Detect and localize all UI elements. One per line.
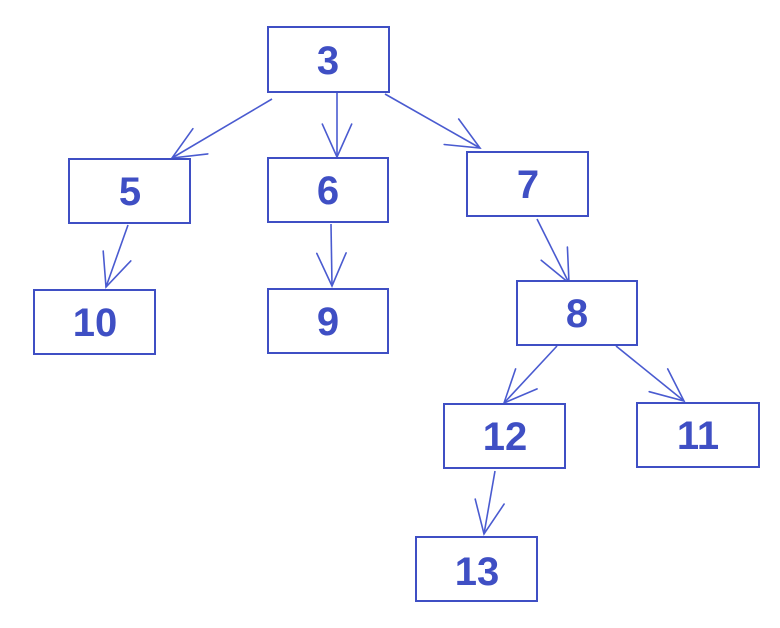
arrowhead [443, 118, 482, 149]
node-13-box [415, 536, 538, 602]
edge-line [503, 345, 558, 404]
edge-3-to-7 [384, 93, 482, 149]
node-5: 5 [68, 158, 191, 224]
node-6-label: 6 [317, 169, 339, 213]
node-7: 7 [466, 151, 589, 217]
edge-7-to-8 [536, 218, 570, 285]
node-3: 3 [267, 26, 390, 93]
node-3-label: 3 [317, 39, 339, 83]
node-9-label: 9 [317, 300, 339, 344]
arrowhead [540, 246, 570, 285]
edge-line [171, 98, 273, 159]
node-10-box [33, 289, 156, 355]
edge-line [105, 224, 129, 288]
node-13-label: 13 [455, 550, 500, 594]
arrowhead [102, 250, 132, 289]
node-13: 13 [415, 536, 538, 602]
edge-3-to-5 [170, 98, 273, 159]
edge-line [330, 223, 333, 287]
node-9: 9 [267, 288, 389, 354]
node-11-label: 11 [677, 414, 719, 458]
node-6: 6 [267, 157, 389, 223]
edge-12-to-13 [474, 470, 505, 536]
arrowhead [170, 127, 209, 159]
edge-5-to-10 [102, 224, 132, 289]
node-7-box [466, 151, 589, 217]
edge-line [384, 93, 481, 149]
node-9-box [267, 288, 389, 354]
node-3-box [267, 26, 390, 93]
edge-line [483, 470, 496, 535]
node-11-box [636, 402, 760, 468]
node-5-box [68, 158, 191, 224]
edge-line [615, 345, 685, 402]
node-6-box [267, 157, 389, 223]
node-12-box [443, 403, 566, 469]
edge-8-to-11 [615, 345, 686, 403]
node-8-box [516, 280, 638, 346]
node-7-label: 7 [517, 163, 539, 207]
node-10-label: 10 [73, 301, 118, 345]
node-12: 12 [443, 403, 566, 469]
edge-3-to-6 [321, 92, 353, 159]
node-5-label: 5 [119, 170, 141, 214]
node-8: 8 [516, 280, 638, 346]
arrowhead [474, 498, 505, 536]
node-11: 11 [636, 402, 760, 468]
edge-6-to-9 [316, 223, 347, 288]
node-12-label: 12 [483, 415, 528, 459]
edge-8-to-12 [502, 345, 558, 405]
edge-line [536, 218, 570, 284]
node-10: 10 [33, 289, 156, 355]
arrowhead [316, 252, 347, 288]
node-8-label: 8 [566, 292, 588, 336]
arrowhead [648, 368, 686, 403]
